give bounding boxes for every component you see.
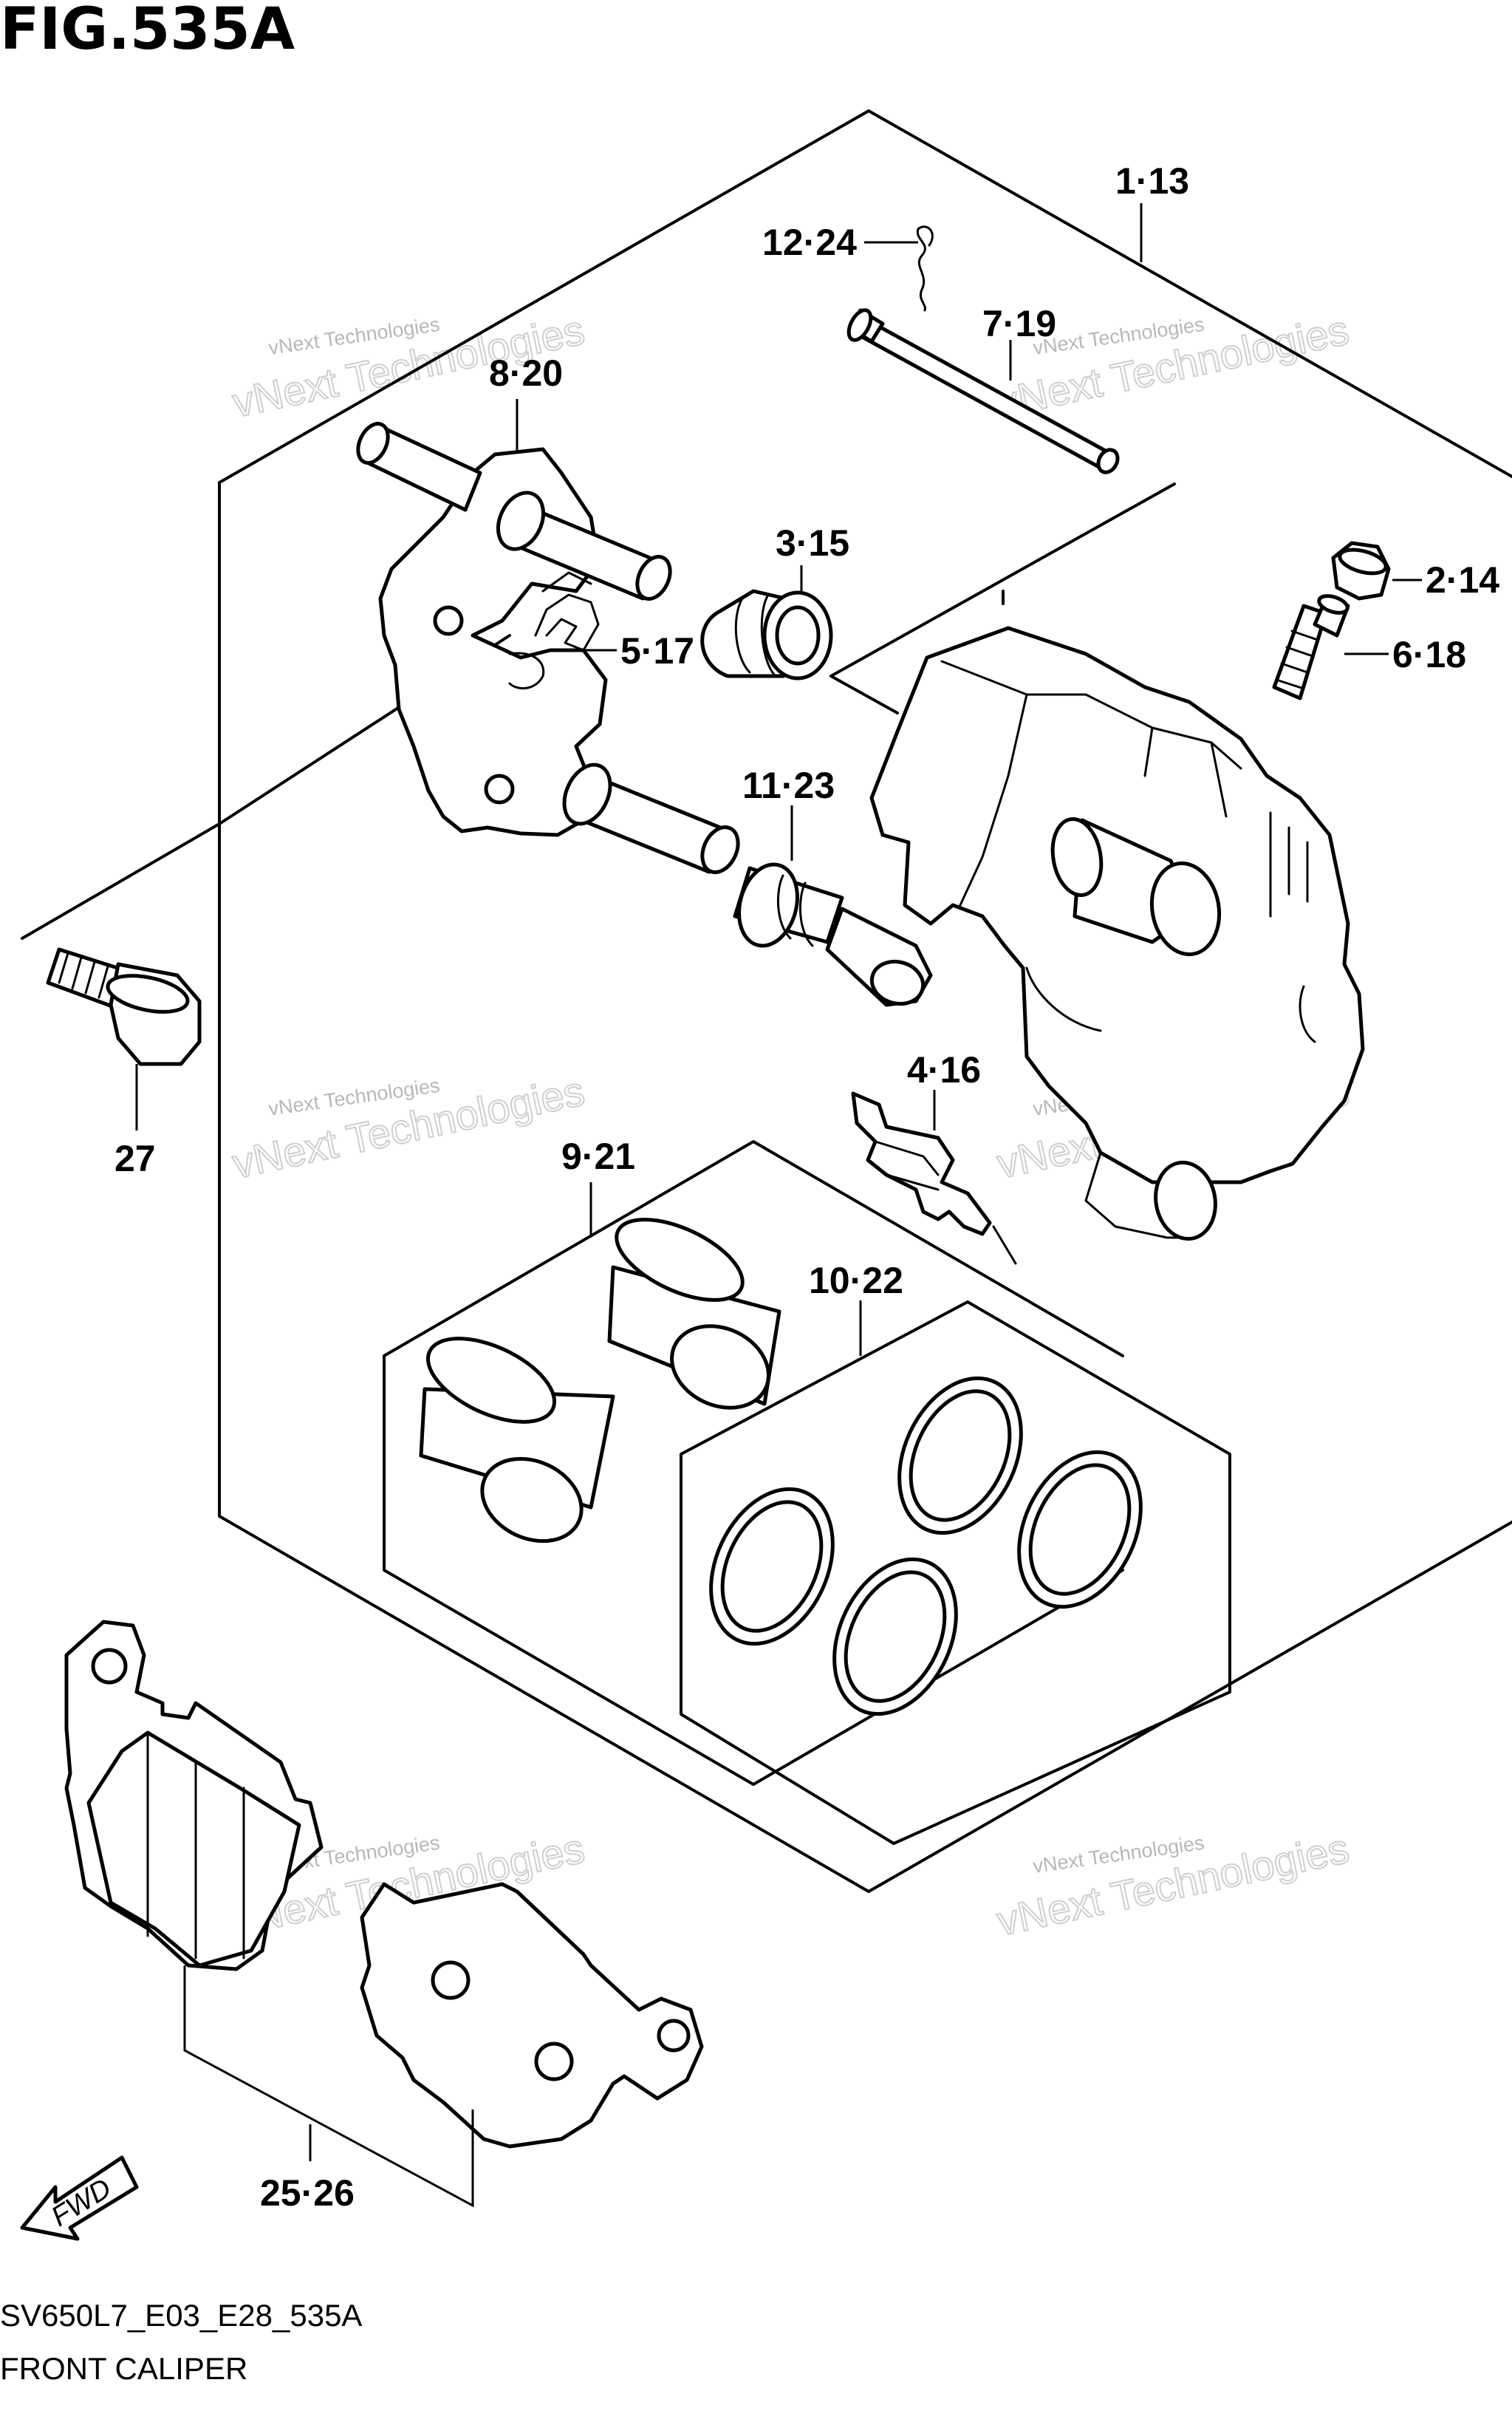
callout-labels: 1·13 12·24 7·19 8·20 3·15 2·14 6·18 5·17… [114, 160, 1499, 2214]
slide-pin-part [733, 862, 933, 1007]
callout-12-24[interactable]: 12·24 [762, 222, 857, 263]
callout-2-14[interactable]: 2·14 [1426, 559, 1499, 601]
clip-part [916, 225, 934, 312]
callout-9-21[interactable]: 9·21 [561, 1136, 635, 1177]
watermark: vNext Technologies vNext Technologies [992, 1824, 1353, 1945]
callout-4-16[interactable]: 4·16 [907, 1049, 981, 1091]
bleeder-valve-part [1272, 594, 1350, 700]
caliper-body [869, 626, 1365, 1241]
seal-ring-4 [832, 1557, 958, 1716]
callout-5-17[interactable]: 5·17 [620, 630, 694, 672]
bleeder-cap-part [1331, 541, 1391, 601]
callout-8-20[interactable]: 8·20 [489, 352, 563, 394]
pin-cylinder-a [607, 1218, 781, 1410]
seal-box [680, 1300, 1231, 1845]
seal-ring-3 [709, 1487, 835, 1646]
upper-slide-pin [356, 422, 672, 601]
arrow-left-down-icon [20, 2155, 139, 2241]
callout-6-18[interactable]: 6·18 [1392, 634, 1466, 675]
pad-pin-part [846, 308, 1120, 474]
callout-25-26[interactable]: 25·26 [260, 2172, 355, 2214]
brake-pad-b [360, 1882, 704, 2149]
seal-ring-2 [1017, 1450, 1143, 1609]
figure-title: FIG.535A [0, 0, 295, 63]
spring-clip-part [534, 571, 600, 652]
dust-boot-part [700, 589, 833, 681]
callout-3-15[interactable]: 3·15 [776, 522, 849, 564]
watermark: vNext Technologies vNext Technologies [228, 1066, 589, 1187]
section-name: FRONT CALIPER [0, 2351, 247, 2386]
assembly-frame [218, 109, 1512, 1893]
callout-27[interactable]: 27 [114, 1138, 156, 1179]
callout-1-13[interactable]: 1·13 [1115, 160, 1189, 202]
brake-pad-a [64, 1620, 324, 1971]
caliper-group-line [21, 482, 1176, 940]
leader-lines [135, 203, 1422, 2208]
callout-7-19[interactable]: 7·19 [982, 303, 1056, 344]
pad-spring-part [851, 1091, 1017, 1265]
seal-ring-1 [897, 1376, 1023, 1535]
lower-slide-pin [562, 763, 740, 874]
model-code: SV650L7_E03_E28_535A [0, 2298, 362, 2333]
pin-cylinder-b [419, 1337, 615, 1544]
fwd-arrow: FWD [20, 2155, 139, 2241]
bolt-part [46, 947, 202, 1066]
callout-10-22[interactable]: 10·22 [809, 1260, 903, 1301]
callout-11-23[interactable]: 11·23 [742, 765, 835, 806]
